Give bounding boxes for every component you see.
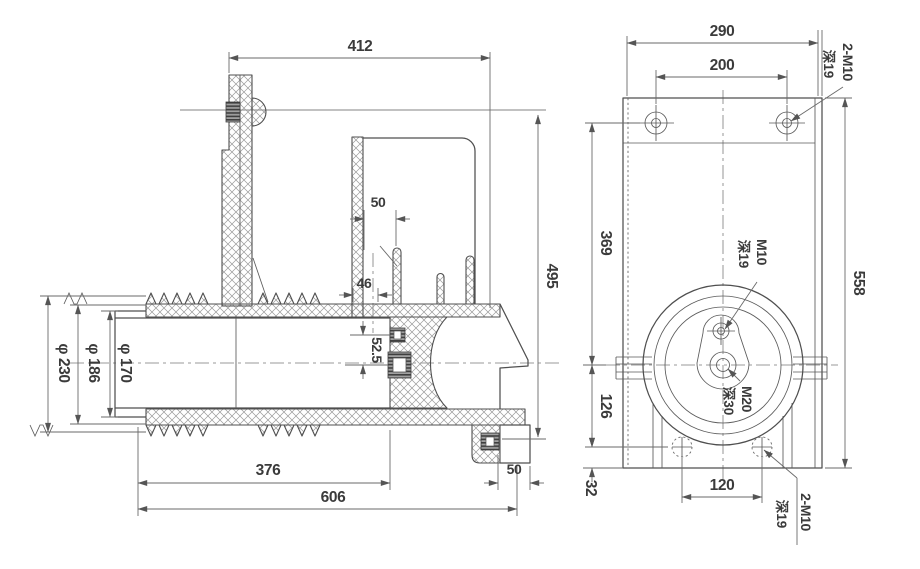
boss-outer-ring <box>642 284 804 446</box>
dim-top-hole-pitch: 200 <box>710 57 735 74</box>
dim-overall-plate-height: 558 <box>850 271 867 296</box>
dim-inner-offset: 46 <box>357 275 372 291</box>
lower-shed-band <box>145 408 526 426</box>
callout-top-thread: 2-M10 <box>840 43 856 81</box>
callout-top-depth: 深19 <box>821 50 837 79</box>
dim-total-length: 606 <box>321 489 346 506</box>
boss-middle-ring <box>653 295 793 435</box>
dim-plate-width: 290 <box>710 23 735 40</box>
boss-inner-ring <box>664 306 782 424</box>
flange-assembly <box>351 136 531 464</box>
upper-sheds-right <box>257 292 321 305</box>
lower-sheds-left <box>145 424 209 437</box>
dim-bottom-margin: 32 <box>582 480 599 496</box>
callout-m10: M10 深19 <box>724 239 770 330</box>
vertical-insulator-column <box>221 74 269 307</box>
callout-m20-depth: 深30 <box>721 387 737 416</box>
column-body <box>221 74 253 307</box>
central-boss <box>642 284 804 446</box>
upper-sheds-left <box>145 292 209 305</box>
callout-bottom-holes: 2-M10 深19 <box>763 449 814 545</box>
teardrop-pad <box>696 314 750 390</box>
bushing-tube <box>114 310 390 418</box>
tube-bore-lines <box>115 317 390 409</box>
plate-outline <box>622 97 823 469</box>
mounting-foot-plate-edge <box>500 424 531 464</box>
foot-insert-bore <box>485 436 495 447</box>
tube-end-cap <box>114 310 146 418</box>
shed-profile-mark-top <box>63 291 88 305</box>
left-view-section: 412 495 50 46 52.5 φ 230 <box>29 38 560 516</box>
needle-fin-1 <box>392 247 402 305</box>
m10-hole-crosshair <box>707 317 735 345</box>
dim-upper-height: 369 <box>597 231 614 256</box>
dim-dia-inner: φ 170 <box>117 343 134 382</box>
lower-sheds-right <box>257 424 321 437</box>
dim-dia-middle: φ 186 <box>85 343 102 383</box>
inner-wall <box>351 136 364 318</box>
dim-top-length: 412 <box>348 38 373 55</box>
callout-m20: M20 深30 <box>721 368 755 416</box>
column-chamfer-line <box>252 257 269 303</box>
dim-lower-height: 126 <box>597 394 614 419</box>
right-view-plate: 290 200 369 126 32 558 120 2-M10 <box>582 23 867 545</box>
right-view-dimensions: 290 200 369 126 32 558 120 2-M10 <box>582 23 867 545</box>
dim-flange-thickness: 50 <box>507 461 522 477</box>
left-side-tab <box>615 356 652 380</box>
bottom-hidden-holes <box>671 436 773 458</box>
needle-fin-3 <box>465 255 475 305</box>
m20-hole-core <box>716 358 730 372</box>
shed-profile-mark-bottom <box>29 424 54 438</box>
callout-m20-thread: M20 <box>739 386 755 413</box>
silicone-sheds <box>29 291 526 438</box>
left-view-dimensions: 412 495 50 46 52.5 φ 230 <box>40 38 560 516</box>
dim-dia-outer: φ 230 <box>55 343 72 382</box>
support-legs <box>652 403 793 468</box>
upper-shed-band <box>145 303 501 318</box>
cone-outline <box>499 303 529 409</box>
dim-overall-height: 495 <box>543 264 560 289</box>
callout-top-holes: 2-M10 深19 <box>790 43 856 122</box>
ball-terminal <box>251 97 267 127</box>
hood-outline <box>363 137 476 304</box>
dim-shed-length: 376 <box>256 462 281 479</box>
dim-insert-spacing: 52.5 <box>369 337 385 363</box>
m10-insert-bore <box>393 330 402 340</box>
callout-m10-thread: M10 <box>754 239 770 266</box>
callout-bottom-depth: 深19 <box>774 500 790 529</box>
needle-fin-2 <box>436 272 445 305</box>
right-side-tab <box>793 356 828 380</box>
terminal-thread-insert <box>225 101 241 123</box>
m20-hole <box>709 351 737 379</box>
dim-hood-offset: 50 <box>371 194 386 210</box>
callout-m10-depth: 深19 <box>736 240 752 269</box>
dim-bottom-hole-pitch: 120 <box>710 477 735 494</box>
top-bolt-holes <box>638 105 805 141</box>
m20-insert-bore <box>392 357 407 373</box>
callout-bottom-thread: 2-M10 <box>798 493 814 531</box>
